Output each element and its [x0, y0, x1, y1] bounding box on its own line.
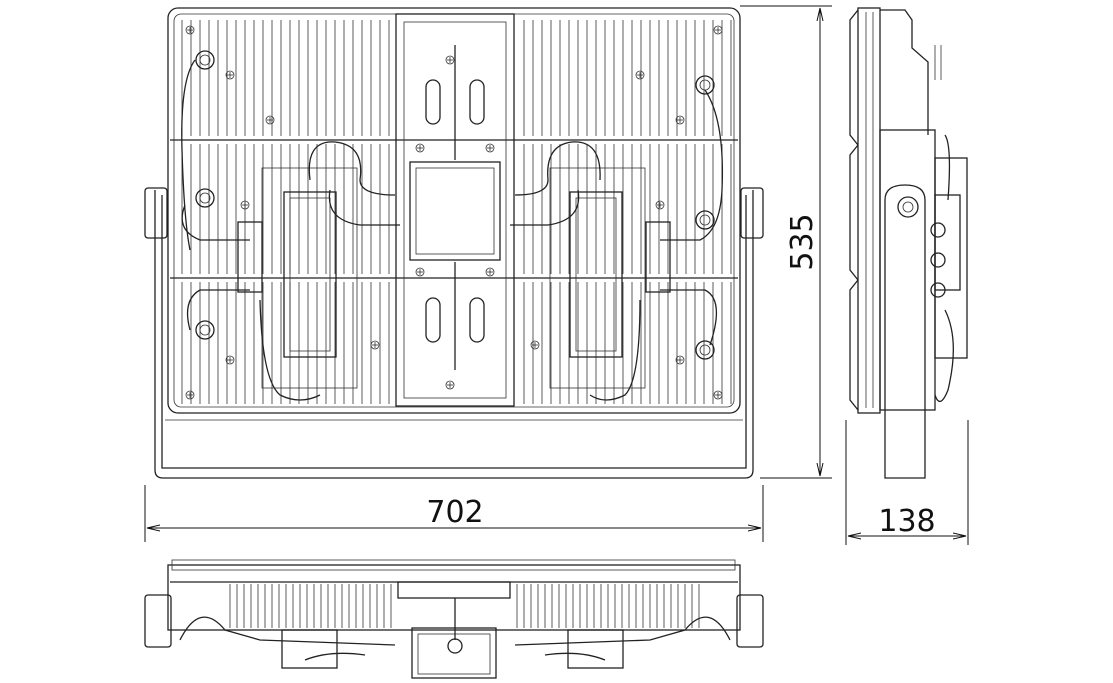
dimension-height: 535 — [740, 5, 832, 479]
left-connector-block — [237, 221, 263, 293]
front-cable-center-right — [510, 141, 601, 226]
depth-dimension-label: 138 — [878, 504, 935, 539]
bottom-view — [144, 559, 764, 679]
left-pivot-knob — [144, 187, 168, 239]
side-lens-middle — [849, 144, 859, 281]
right-pivot-knob — [740, 187, 764, 239]
bottom-left-knob — [144, 594, 172, 648]
front-cable-left — [181, 59, 321, 401]
dimension-depth: 138 — [845, 420, 969, 545]
bottom-housing — [167, 564, 741, 631]
front-cable-right — [589, 89, 724, 401]
heat-sink-fins — [181, 20, 732, 404]
front-screws — [185, 25, 723, 400]
center-mount-plate — [395, 13, 515, 407]
front-view — [144, 7, 764, 479]
dimension-width: 702 — [144, 485, 764, 542]
junction-box — [409, 161, 501, 261]
side-housing — [857, 7, 881, 414]
bottom-cable — [179, 616, 731, 661]
bottom-right-knob — [736, 594, 764, 648]
bottom-fins — [229, 584, 700, 628]
side-lens-top — [849, 9, 859, 146]
right-connector-block — [645, 221, 671, 293]
side-cable — [934, 134, 954, 402]
height-dimension-label: 535 — [785, 213, 820, 270]
side-bracket-arm — [884, 184, 926, 479]
right-driver — [569, 191, 623, 358]
side-lens-bottom — [849, 279, 859, 411]
left-driver — [283, 191, 337, 358]
side-view — [849, 7, 968, 479]
width-dimension-label: 702 — [426, 495, 483, 530]
front-mounting-bracket — [154, 190, 754, 479]
side-pivot-bolt — [897, 196, 919, 218]
front-cable-center-left — [308, 141, 400, 226]
bottom-bracket — [397, 581, 511, 599]
front-housing — [167, 7, 741, 414]
